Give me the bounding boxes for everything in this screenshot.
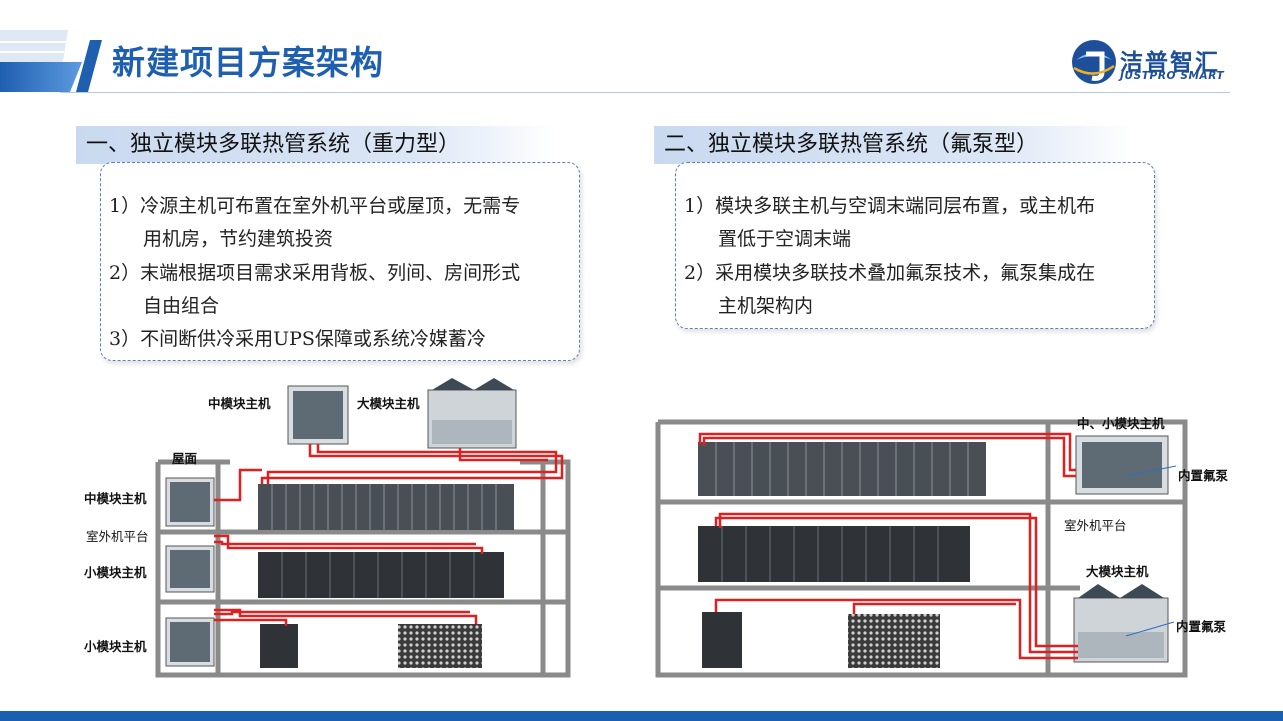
- label-small-module-1: 小模块主机: [84, 565, 147, 580]
- small-module-unit-2-icon: [165, 617, 215, 667]
- right-rack-row-top: [698, 442, 986, 496]
- left-building-structure: [155, 459, 571, 678]
- label-outdoor-platform: 室外机平台: [86, 529, 149, 544]
- left-item-2-line1: 2）末端根据项目需求采用背板、列间、房间形式: [109, 262, 521, 284]
- right-item-2-line2: 主机架构内: [718, 295, 814, 317]
- small-module-unit-1-icon: [165, 545, 215, 593]
- left-backplane-units: [398, 624, 482, 668]
- logo-subtext: JUSTPRO SMART: [1120, 70, 1225, 82]
- right-building-structure: [655, 419, 1188, 678]
- pump-callout-lines: [1125, 465, 1177, 637]
- right-backplane-units: [848, 614, 940, 668]
- page-title: 新建项目方案架构: [112, 43, 384, 82]
- left-system-diagram: [155, 378, 571, 678]
- left-rack-row-middle: [258, 552, 504, 598]
- left-refrigerant-pipes: [214, 444, 564, 626]
- label-small-module-2: 小模块主机: [84, 639, 147, 654]
- left-item-1-line1: 1）冷源主机可布置在室外机平台或屋顶，无需专: [109, 195, 521, 217]
- label-mid-module-side: 中模块主机: [84, 491, 147, 506]
- left-section-heading: 一、独立模块多联热管系统（重力型）: [76, 126, 556, 164]
- right-system-diagram: [655, 419, 1188, 678]
- right-indoor-unit-small: [702, 612, 742, 668]
- right-description-box: 1）模块多联主机与空调末端同层布置，或主机布 置低于空调末端 2）采用模块多联技…: [675, 162, 1155, 329]
- logo-text: 洁普智汇: [1120, 50, 1220, 76]
- large-module-unit-icon: [427, 378, 517, 449]
- right-item-1-line2: 置低于空调末端: [718, 228, 852, 250]
- label-mid-module-top: 中模块主机: [208, 396, 271, 411]
- left-rack-row-top: [258, 484, 514, 530]
- title-divider: [60, 92, 1230, 93]
- logo-icon: [1072, 40, 1116, 84]
- mid-module-unit-side-icon: [165, 477, 215, 527]
- left-item-1-line2: 用机房，节约建筑投资: [143, 228, 334, 250]
- mid-module-unit-top-icon: [287, 385, 349, 445]
- large-module-unit-right-icon: [1073, 584, 1169, 663]
- label-pump-2: 内置氟泵: [1176, 619, 1227, 634]
- label-pump-1: 内置氟泵: [1178, 468, 1229, 483]
- header-decoration: [0, 30, 102, 92]
- label-roof: 屋面: [172, 451, 198, 466]
- right-item-2-line1: 2）采用模块多联技术叠加氟泵技术，氟泵集成在: [684, 262, 1096, 284]
- left-item-3-line1: 3）不间断供冷采用UPS保障或系统冷媒蓄冷: [109, 328, 486, 350]
- right-item-1-line1: 1）模块多联主机与空调末端同层布置，或主机布: [684, 195, 1096, 217]
- mid-small-module-unit-icon: [1075, 435, 1169, 495]
- right-rack-row-middle: [698, 526, 970, 582]
- right-section-heading: 二、独立模块多联热管系统（氟泵型）: [654, 126, 1134, 164]
- left-indoor-unit-small: [260, 624, 298, 668]
- label-large-module-right: 大模块主机: [1086, 564, 1149, 579]
- left-description-box: 1）冷源主机可布置在室外机平台或屋顶，无需专 用机房，节约建筑投资 2）末端根据…: [100, 162, 580, 361]
- left-item-2-line2: 自由组合: [143, 295, 220, 317]
- label-outdoor-platform-right: 室外机平台: [1064, 518, 1127, 533]
- footer-bar: [0, 711, 1283, 721]
- label-large-module: 大模块主机: [357, 396, 420, 411]
- label-mid-small-module: 中、小模块主机: [1077, 416, 1165, 431]
- right-refrigerant-pipes: [698, 432, 1078, 660]
